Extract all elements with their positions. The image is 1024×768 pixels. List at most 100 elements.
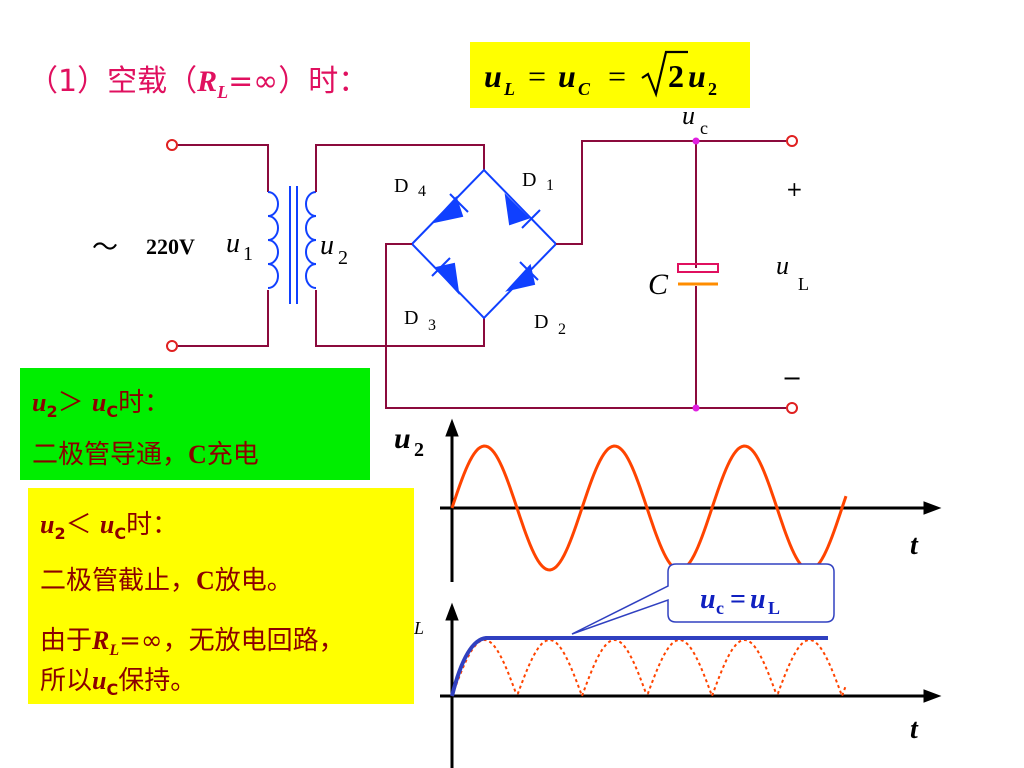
green-op: ＞: [57, 388, 92, 418]
d1-sub: 1: [546, 177, 554, 194]
callout-bubble: [571, 563, 835, 635]
green-line2-c: C: [188, 440, 207, 469]
diode-d2-bar: [519, 261, 539, 281]
formula-mid-sub: C: [578, 79, 591, 99]
title-sub: L: [217, 82, 229, 102]
yellow-line4-sub: C: [106, 680, 119, 700]
top-y-arrow: [445, 418, 459, 437]
diode-d3: [434, 262, 460, 296]
ul-sub: L: [798, 274, 809, 294]
yellow-line2-c: C: [196, 566, 215, 595]
bottom-y-arrow: [445, 602, 459, 621]
title-eq: =∞）时：: [228, 64, 369, 99]
d2-sub: 2: [558, 321, 566, 338]
green-line2-text: 二极管导通，: [32, 440, 189, 470]
d4-sub: 4: [418, 183, 426, 200]
yellow-line4-var: u: [92, 666, 107, 695]
yellow-line-4: 所以uC保持。: [40, 660, 196, 699]
diode-d3-bar: [431, 257, 451, 277]
yellow-line-2: 二极管截止，C放电。: [40, 560, 293, 597]
diode-d2: [505, 263, 536, 292]
top-ylabel: u: [394, 422, 411, 455]
u1-sub: 1: [243, 243, 253, 265]
yellow-end1: 时：: [126, 510, 179, 540]
uc-charge-curve: [450, 636, 828, 697]
formula-eq2: =: [608, 58, 626, 94]
formula-rhs: u: [688, 58, 706, 94]
formula-mid: u: [558, 58, 576, 94]
ul-label: u: [776, 251, 789, 280]
green-sub1: 2: [46, 402, 58, 422]
green-sub2: C: [106, 402, 119, 422]
bottom-graph-axes: [440, 602, 942, 768]
bridge-output-wires: [385, 140, 786, 409]
bottom-x-arrow: [923, 689, 942, 703]
green-line-1: u2＞ uC时：: [32, 382, 170, 421]
diodes: [431, 193, 541, 296]
minus-sign: −: [782, 364, 802, 392]
formula-rhs-sub: 2: [708, 79, 717, 99]
u2-label: u: [320, 230, 334, 261]
top-x-arrow: [923, 501, 942, 515]
title-var: R: [197, 65, 218, 98]
green-var2: u: [91, 388, 107, 417]
formula-lhs: u: [484, 58, 502, 94]
yellow-var1: u: [40, 510, 55, 539]
primary-coil: [267, 191, 279, 289]
green-var1: u: [32, 388, 47, 417]
callout-var2: u: [750, 584, 766, 615]
d3-sub: 3: [428, 317, 436, 334]
node-bottom: [692, 404, 700, 412]
d3-label: D: [404, 307, 418, 329]
yellow-condition-box: u2＜ uC时： 二极管截止，C放电。 由于RL=∞，无放电回路， 所以uC保持…: [28, 488, 414, 704]
yellow-line3-start: 由于: [40, 626, 93, 656]
callout-var: u: [700, 584, 716, 615]
capacitor-label: C: [648, 268, 669, 301]
formula-eq1: =: [528, 58, 546, 94]
terminal-in-bottom: [166, 340, 178, 352]
u1-label: u: [226, 228, 240, 259]
green-condition-box: u2＞ uC时： 二极管导通，C充电: [20, 368, 370, 480]
formula-box: u L = u C = 2 u 2: [470, 42, 750, 108]
diode-d1: [504, 193, 530, 226]
formula-svg: u L = u C = 2 u 2: [484, 50, 717, 99]
u2-sub: 2: [338, 247, 348, 269]
yellow-op: ＜: [65, 510, 100, 540]
source-voltage-label: 220V: [146, 234, 195, 259]
secondary-wires: [315, 144, 485, 347]
plus-sign: +: [786, 177, 803, 201]
bottom-xlabel: t: [910, 714, 919, 745]
top-xlabel: t: [910, 530, 919, 561]
callout-sub: c: [716, 598, 724, 618]
yellow-line2-text: 二极管截止，: [40, 566, 197, 596]
yellow-line-1: u2＜ uC时：: [40, 504, 178, 543]
yellow-line4-end: 保持。: [118, 666, 197, 696]
green-line-2: 二极管导通，C充电: [32, 434, 259, 471]
uc-label: u: [682, 101, 695, 130]
terminal-in-top: [166, 139, 178, 151]
d2-label: D: [534, 311, 548, 333]
green-line2-end: 充电: [206, 440, 259, 470]
node-top: [692, 137, 700, 145]
diode-d4-bar: [449, 193, 469, 213]
u2-sine-wave: [450, 444, 848, 572]
page-title: （1）空载（RL=∞）时：: [28, 56, 368, 103]
yellow-line4-start: 所以: [40, 666, 93, 696]
sqrt-sign: [641, 50, 688, 98]
capacitor-plate-top: [677, 263, 719, 273]
callout-eq: =: [730, 584, 746, 615]
callout-sub2: L: [768, 598, 780, 618]
top-ylabel-sub: 2: [414, 439, 424, 461]
yellow-line3-var: R: [92, 626, 110, 655]
uc-sub: c: [700, 118, 708, 138]
yellow-line3-sub: L: [109, 642, 120, 660]
formula-lhs-sub: L: [503, 79, 515, 99]
terminal-out-bottom: [786, 402, 798, 414]
terminal-out-top: [786, 135, 798, 147]
secondary-coil: [305, 191, 317, 289]
ac-source-icon: ～: [92, 233, 118, 263]
diode-d1-bar: [521, 209, 541, 229]
diode-d4: [431, 196, 464, 224]
primary-wires: [178, 144, 269, 347]
